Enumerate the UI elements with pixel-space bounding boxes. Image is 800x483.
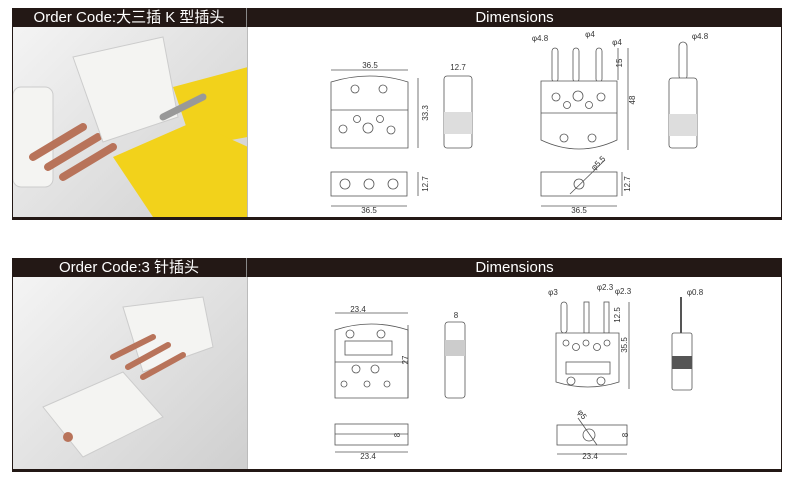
- dim-width: 36.5: [362, 61, 378, 70]
- male-side-view-2: [671, 297, 693, 391]
- dim-male-bottom-width: 23.4: [582, 452, 598, 461]
- dim-male-height: 48: [628, 95, 637, 104]
- dimensions-title: Dimensions: [475, 9, 554, 26]
- dim-bottom-width: 36.5: [361, 206, 377, 215]
- male-front-view-1: [540, 47, 629, 150]
- dim-pin-length: 12.5: [613, 307, 622, 323]
- dim-male-bottom-height: 12.7: [623, 176, 632, 192]
- dim-hole: φ5.5: [589, 154, 607, 172]
- dim-pin-right: φ4: [612, 38, 622, 47]
- dim-pin-right: φ2.3: [615, 287, 632, 296]
- dim-side-width: 8: [454, 311, 459, 320]
- dim-pin-left: φ4.8: [532, 34, 549, 43]
- dim-male-bottom-height: 8: [621, 432, 630, 437]
- dim-height: 33.3: [421, 105, 430, 121]
- dim-bottom-height: 8: [393, 432, 402, 437]
- order-code-label: Order Code:3 针插头: [12, 258, 247, 277]
- male-side-view-1: [668, 41, 698, 149]
- dim-height: 27: [401, 355, 410, 364]
- product-photo-3-pin: [13, 277, 248, 469]
- dim-pin-mid: φ2.3: [597, 283, 614, 292]
- dim-width: 23.4: [350, 305, 366, 314]
- male-bottom-view-1: [540, 159, 623, 207]
- female-bottom-view-2: [334, 423, 409, 453]
- dim-hole: φ5: [576, 408, 589, 422]
- dim-side-pin: φ0.8: [687, 288, 704, 297]
- dim-bottom-width: 23.4: [360, 452, 376, 461]
- dim-side-width: 12.7: [450, 63, 466, 72]
- product-photo-k-type: [13, 27, 248, 217]
- dim-side-pin: φ4.8: [692, 32, 709, 41]
- female-front-view-1: [330, 69, 419, 149]
- copper-pins: [29, 123, 117, 181]
- order-code-label: Order Code:大三插 K 型插头: [12, 8, 247, 27]
- section-2-header: Order Code:3 针插头 Dimensions: [12, 258, 782, 277]
- female-side-view-2: [444, 321, 466, 399]
- section-1-body: [12, 27, 782, 220]
- dim-male-height: 35.5: [620, 337, 629, 353]
- dimensions-title: Dimensions: [475, 259, 554, 276]
- dim-pin-mid: φ4: [585, 30, 595, 39]
- dim-pin-left: φ3: [548, 288, 558, 297]
- male-front-view-2: [555, 301, 630, 389]
- section-1-header: Order Code:大三插 K 型插头 Dimensions: [12, 8, 782, 27]
- female-front-view-2: [334, 312, 409, 399]
- female-bottom-view-1: [330, 171, 419, 207]
- male-bottom-view-2: [556, 417, 628, 455]
- dim-pin-length: 15: [615, 58, 624, 67]
- dim-male-bottom-width: 36.5: [571, 206, 587, 215]
- dim-bottom-height: 12.7: [421, 176, 430, 192]
- section-2-body: [12, 277, 782, 472]
